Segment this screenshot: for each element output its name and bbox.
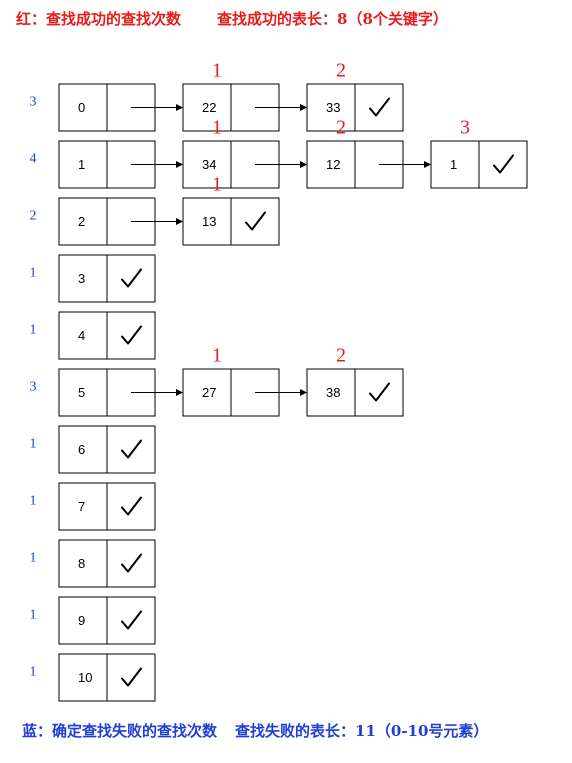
check-icon [121, 553, 142, 573]
check-icon [121, 610, 142, 630]
check-icon [121, 325, 142, 345]
pointer-arrow-head [176, 389, 183, 396]
chain-node-27-label: 27 [202, 385, 216, 400]
bucket-4-label: 4 [78, 328, 85, 343]
failure-count: 1 [30, 608, 37, 623]
failure-count: 4 [30, 152, 37, 167]
failure-count: 3 [30, 95, 37, 110]
chain-node-34-label: 34 [202, 157, 216, 172]
success-count: 1 [212, 345, 222, 367]
failure-count: 1 [30, 665, 37, 680]
bucket-1-label: 1 [78, 157, 85, 172]
check-icon [369, 382, 390, 402]
bucket-6-label: 6 [78, 442, 85, 457]
pointer-arrow-head [424, 161, 431, 168]
bucket-8-label: 8 [78, 556, 85, 571]
bottom-caption: 蓝：确定查找失败的查找次数查找失败的表长：11（0-10号元素） [22, 720, 488, 741]
failure-count: 2 [30, 209, 37, 224]
success-count: 2 [336, 60, 346, 82]
chain-node-22-label: 22 [202, 100, 216, 115]
bucket-3-label: 3 [78, 271, 85, 286]
check-icon [493, 154, 514, 174]
success-count-legend: 红：查找成功的查找次数 [16, 10, 182, 28]
pointer-arrow-head [176, 218, 183, 225]
chain-node-1-label: 1 [450, 157, 457, 172]
bucket-10-label: 10 [78, 670, 92, 685]
failure-count: 1 [30, 437, 37, 452]
check-icon [245, 211, 266, 231]
check-icon [121, 268, 142, 288]
success-count: 2 [336, 117, 346, 139]
chain-node-12-label: 12 [326, 157, 340, 172]
success-count: 1 [212, 174, 222, 196]
pointer-arrow-head [176, 161, 183, 168]
pointer-arrow-head [300, 389, 307, 396]
success-count: 3 [460, 117, 470, 139]
check-icon [369, 97, 390, 117]
chain-node-38-label: 38 [326, 385, 340, 400]
pointer-arrow-head [300, 161, 307, 168]
failure-count: 1 [30, 266, 37, 281]
failure-count: 3 [30, 380, 37, 395]
success-count: 1 [212, 117, 222, 139]
chain-node-33-label: 33 [326, 100, 340, 115]
failure-count: 1 [30, 323, 37, 338]
bucket-0-label: 0 [78, 100, 85, 115]
check-icon [121, 496, 142, 516]
pointer-arrow-head [176, 104, 183, 111]
bucket-2-label: 2 [78, 214, 85, 229]
bucket-9-label: 9 [78, 613, 85, 628]
failure-count: 1 [30, 551, 37, 566]
success-count: 1 [212, 60, 222, 82]
success-count: 2 [336, 345, 346, 367]
top-caption: 红：查找成功的查找次数 查找成功的表长：8（8个关键字） [16, 8, 448, 29]
success-table-length: 查找成功的表长：8（8个关键字） [217, 10, 448, 28]
pointer-arrow-head [300, 104, 307, 111]
check-icon [121, 439, 142, 459]
chain-node-13-label: 13 [202, 214, 216, 229]
bucket-7-label: 7 [78, 499, 85, 514]
check-icon [121, 667, 142, 687]
failure-count-legend: 蓝：确定查找失败的查找次数 [22, 722, 218, 740]
failure-count: 1 [30, 494, 37, 509]
bucket-5-label: 5 [78, 385, 85, 400]
failure-table-length: 查找失败的表长：11（0-10号元素） [235, 722, 489, 740]
